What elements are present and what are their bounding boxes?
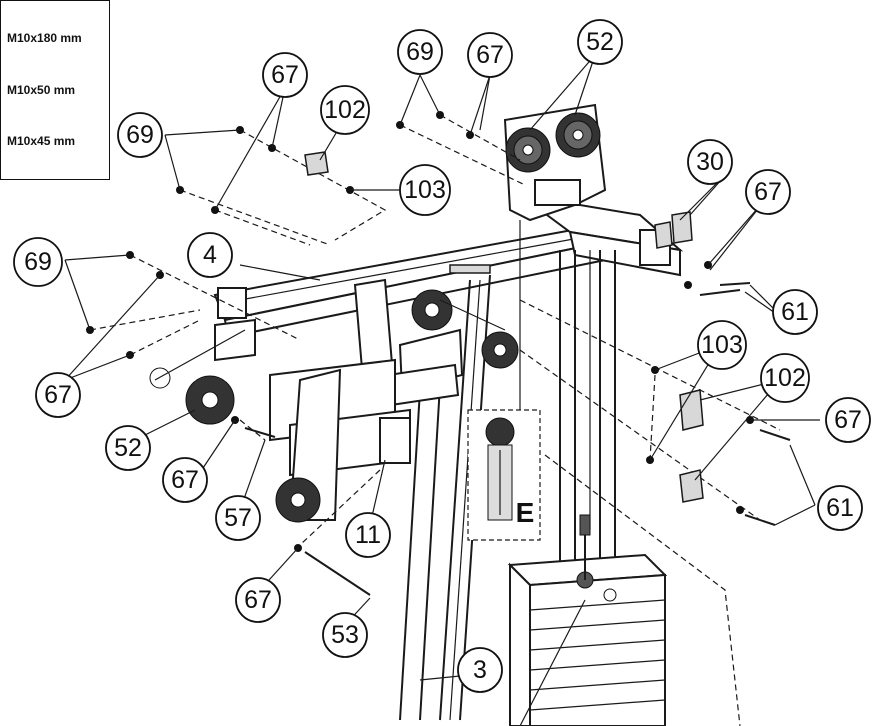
svg-text:30: 30 (696, 148, 724, 176)
callout-102-b: 102 (760, 353, 810, 403)
callout-67-f: 67 (162, 457, 208, 503)
assembly-dashed-lines (89, 114, 781, 726)
svg-text:57: 57 (224, 504, 252, 532)
svg-text:67: 67 (171, 466, 199, 494)
svg-text:67: 67 (44, 381, 72, 409)
detail-e-box: E (467, 409, 541, 541)
cables (154, 220, 586, 726)
legend-item-m10x50: M10x50 mm (7, 83, 76, 97)
svg-text:67: 67 (244, 586, 272, 614)
callout-3: 3 (457, 647, 503, 693)
svg-text:3: 3 (473, 656, 487, 684)
callout-53: 53 (322, 612, 368, 658)
callout-67-e: 67 (35, 372, 81, 418)
svg-text:103: 103 (701, 331, 743, 359)
callout-11: 11 (345, 512, 391, 558)
svg-text:102: 102 (764, 364, 806, 392)
callout-4: 4 (187, 232, 233, 278)
svg-text:103: 103 (404, 176, 446, 204)
callout-102-a: 102 (320, 85, 370, 135)
callout-103-a: 103 (399, 164, 451, 216)
callout-67-d: 67 (825, 397, 871, 443)
svg-text:67: 67 (754, 178, 782, 206)
left-pulley (149, 318, 256, 425)
callout-67-a: 67 (262, 52, 308, 98)
svg-text:4: 4 (203, 241, 217, 269)
callout-69-b: 69 (397, 29, 443, 75)
callout-52-b: 52 (105, 425, 151, 471)
callout-30: 30 (687, 139, 733, 185)
detail-e-label: E (516, 497, 535, 528)
svg-text:11: 11 (355, 521, 381, 549)
callout-61-a: 61 (772, 289, 818, 335)
main-beam (213, 223, 618, 339)
callout-67-c: 67 (745, 169, 791, 215)
legend-item-m10x180: M10x180 mm (7, 31, 82, 45)
callout-69-c: 69 (13, 237, 63, 287)
callout-52-a: 52 (577, 19, 623, 65)
svg-text:52: 52 (114, 434, 142, 462)
callout-103-b: 103 (697, 320, 747, 370)
svg-text:69: 69 (24, 248, 52, 276)
callout-57: 57 (215, 495, 261, 541)
svg-text:53: 53 (331, 621, 359, 649)
svg-text:52: 52 (586, 28, 614, 56)
svg-text:69: 69 (406, 38, 434, 66)
svg-text:67: 67 (834, 406, 862, 434)
bolt-size-legend: M10x180 mm M10x50 mm M10x45 mm (0, 0, 110, 180)
callout-69-a: 69 (117, 112, 163, 158)
svg-text:102: 102 (324, 96, 366, 124)
svg-text:67: 67 (476, 41, 504, 69)
svg-text:61: 61 (781, 298, 809, 326)
weight-stack (507, 514, 668, 726)
callout-61-b: 61 (817, 485, 863, 531)
swing-arm (275, 368, 342, 523)
callout-67-g: 67 (235, 577, 281, 623)
legend-item-m10x45: M10x45 mm (7, 134, 76, 148)
svg-text:69: 69 (126, 121, 154, 149)
svg-text:61: 61 (826, 494, 854, 522)
callout-67-b: 67 (467, 32, 513, 78)
svg-text:67: 67 (271, 61, 299, 89)
top-pulley-bracket (503, 103, 607, 222)
